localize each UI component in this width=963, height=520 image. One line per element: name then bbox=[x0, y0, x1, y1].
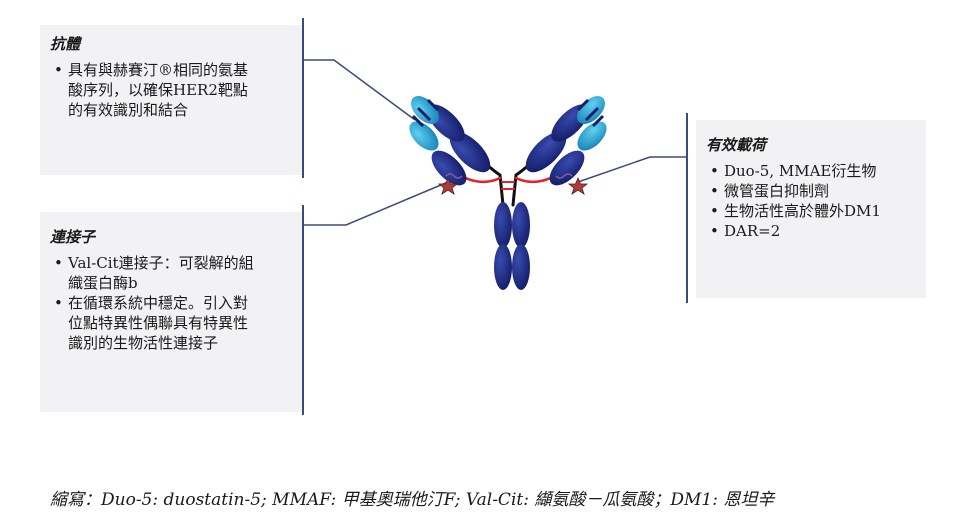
payload-info-box: 有效載荷 • Duo-5, MMAE衍生物 • 微管蛋白抑制劑 • 生物活性高於… bbox=[696, 120, 926, 298]
payload-item-text: Duo-5, MMAE衍生物 bbox=[724, 162, 877, 180]
light-chain-stripes bbox=[576, 98, 605, 128]
payload-title: 有效載荷 bbox=[706, 136, 767, 154]
light-chain-stripes bbox=[411, 98, 440, 128]
payload-connector bbox=[577, 156, 686, 183]
bullet: • bbox=[710, 202, 719, 220]
linker-list: • Val-Cit連接子：可裂解的組織蛋白酶b • 在循環系統中穩定。引入對位點… bbox=[50, 253, 292, 353]
bullet: • bbox=[710, 182, 719, 200]
linker-title: 連接子 bbox=[50, 228, 96, 246]
list-item: • Val-Cit連接子：可裂解的組織蛋白酶b bbox=[50, 253, 258, 293]
bullet: • bbox=[54, 254, 63, 272]
heavy-chain-link-right bbox=[511, 146, 550, 207]
payload-item-text: 生物活性高於體外DM1 bbox=[724, 202, 881, 220]
linker-squiggle bbox=[555, 173, 573, 179]
linker-connector bbox=[302, 181, 449, 226]
list-item: • 微管蛋白抑制劑 bbox=[706, 181, 916, 201]
linker-info-box: 連接子 • Val-Cit連接子：可裂解的組織蛋白酶b • 在循環系統中穩定。引… bbox=[40, 212, 302, 412]
antibody-item-text: 具有與赫賽汀®相同的氨基酸序列，以確保HER2靶點的有效識別和結合 bbox=[68, 61, 249, 119]
linker-item-text: Val-Cit連接子：可裂解的組織蛋白酶b bbox=[68, 254, 254, 292]
heavy-chain-domain bbox=[551, 104, 589, 142]
heavy-chain-link-left bbox=[466, 146, 505, 207]
heavy-chain-domain bbox=[512, 244, 530, 290]
light-chain-link-right bbox=[514, 163, 573, 184]
payload-list: • Duo-5, MMAE衍生物 • 微管蛋白抑制劑 • 生物活性高於體外DM1… bbox=[706, 161, 916, 241]
list-item: • 生物活性高於體外DM1 bbox=[706, 201, 904, 221]
heavy-chain-domain bbox=[494, 244, 512, 290]
list-item: • 具有與赫賽汀®相同的氨基酸序列，以確保HER2靶點的有效識別和結合 bbox=[50, 60, 258, 120]
linker-item-text: 在循環系統中穩定。引入對位點特異性偶聯具有特異性識別的生物活性連接子 bbox=[68, 294, 249, 352]
heavy-chain-domain bbox=[549, 150, 585, 186]
payload-star-icon bbox=[567, 176, 589, 195]
heavy-chain-domain bbox=[525, 131, 567, 173]
bullet: • bbox=[54, 294, 63, 312]
hinge-region bbox=[443, 146, 573, 207]
connector-lines bbox=[302, 59, 686, 226]
bullet: • bbox=[54, 61, 63, 79]
heavy-chain-domain bbox=[427, 104, 465, 142]
heavy-chain-domain bbox=[431, 150, 467, 186]
bullet: • bbox=[710, 222, 719, 240]
payload-box-divider bbox=[686, 113, 688, 303]
heavy-chain-domain bbox=[512, 202, 530, 248]
list-item: • Duo-5, MMAE衍生物 bbox=[706, 161, 916, 181]
light-chain-domain bbox=[577, 121, 607, 151]
fab-arm-left bbox=[409, 96, 491, 186]
linker-box-divider bbox=[302, 205, 304, 415]
fc-domain bbox=[494, 202, 530, 290]
payload-item-text: 微管蛋白抑制劑 bbox=[724, 182, 830, 200]
light-chain-link-left bbox=[443, 163, 502, 184]
antibody-box-divider bbox=[302, 18, 304, 178]
list-item: • 在循環系統中穩定。引入對位點特異性偶聯具有特異性識別的生物活性連接子 bbox=[50, 293, 258, 353]
antibody-title: 抗體 bbox=[50, 35, 81, 53]
payload-right bbox=[555, 173, 589, 195]
fab-arm-right bbox=[525, 96, 607, 186]
heavy-chain-domain bbox=[494, 202, 512, 248]
antibody-list: • 具有與赫賽汀®相同的氨基酸序列，以確保HER2靶點的有效識別和結合 bbox=[50, 60, 292, 120]
payload-star-icon bbox=[437, 176, 459, 195]
light-chain-cap bbox=[411, 96, 439, 124]
antibody-info-box: 抗體 • 具有與赫賽汀®相同的氨基酸序列，以確保HER2靶點的有效識別和結合 bbox=[40, 25, 302, 175]
light-chain-cap bbox=[577, 96, 605, 124]
bullet: • bbox=[710, 162, 719, 180]
linker-squiggle bbox=[445, 173, 463, 179]
light-chain-domain bbox=[409, 121, 439, 151]
payload-item-text: DAR=2 bbox=[724, 222, 781, 240]
payload-left bbox=[437, 173, 463, 195]
heavy-chain-domain bbox=[449, 131, 491, 173]
antibody-connector bbox=[302, 59, 416, 121]
abbreviations-footnote: 縮寫：Duo-5: duostatin-5; MMAF: 甲基奧瑞他汀F; Va… bbox=[50, 490, 775, 510]
list-item: • DAR=2 bbox=[706, 221, 916, 241]
